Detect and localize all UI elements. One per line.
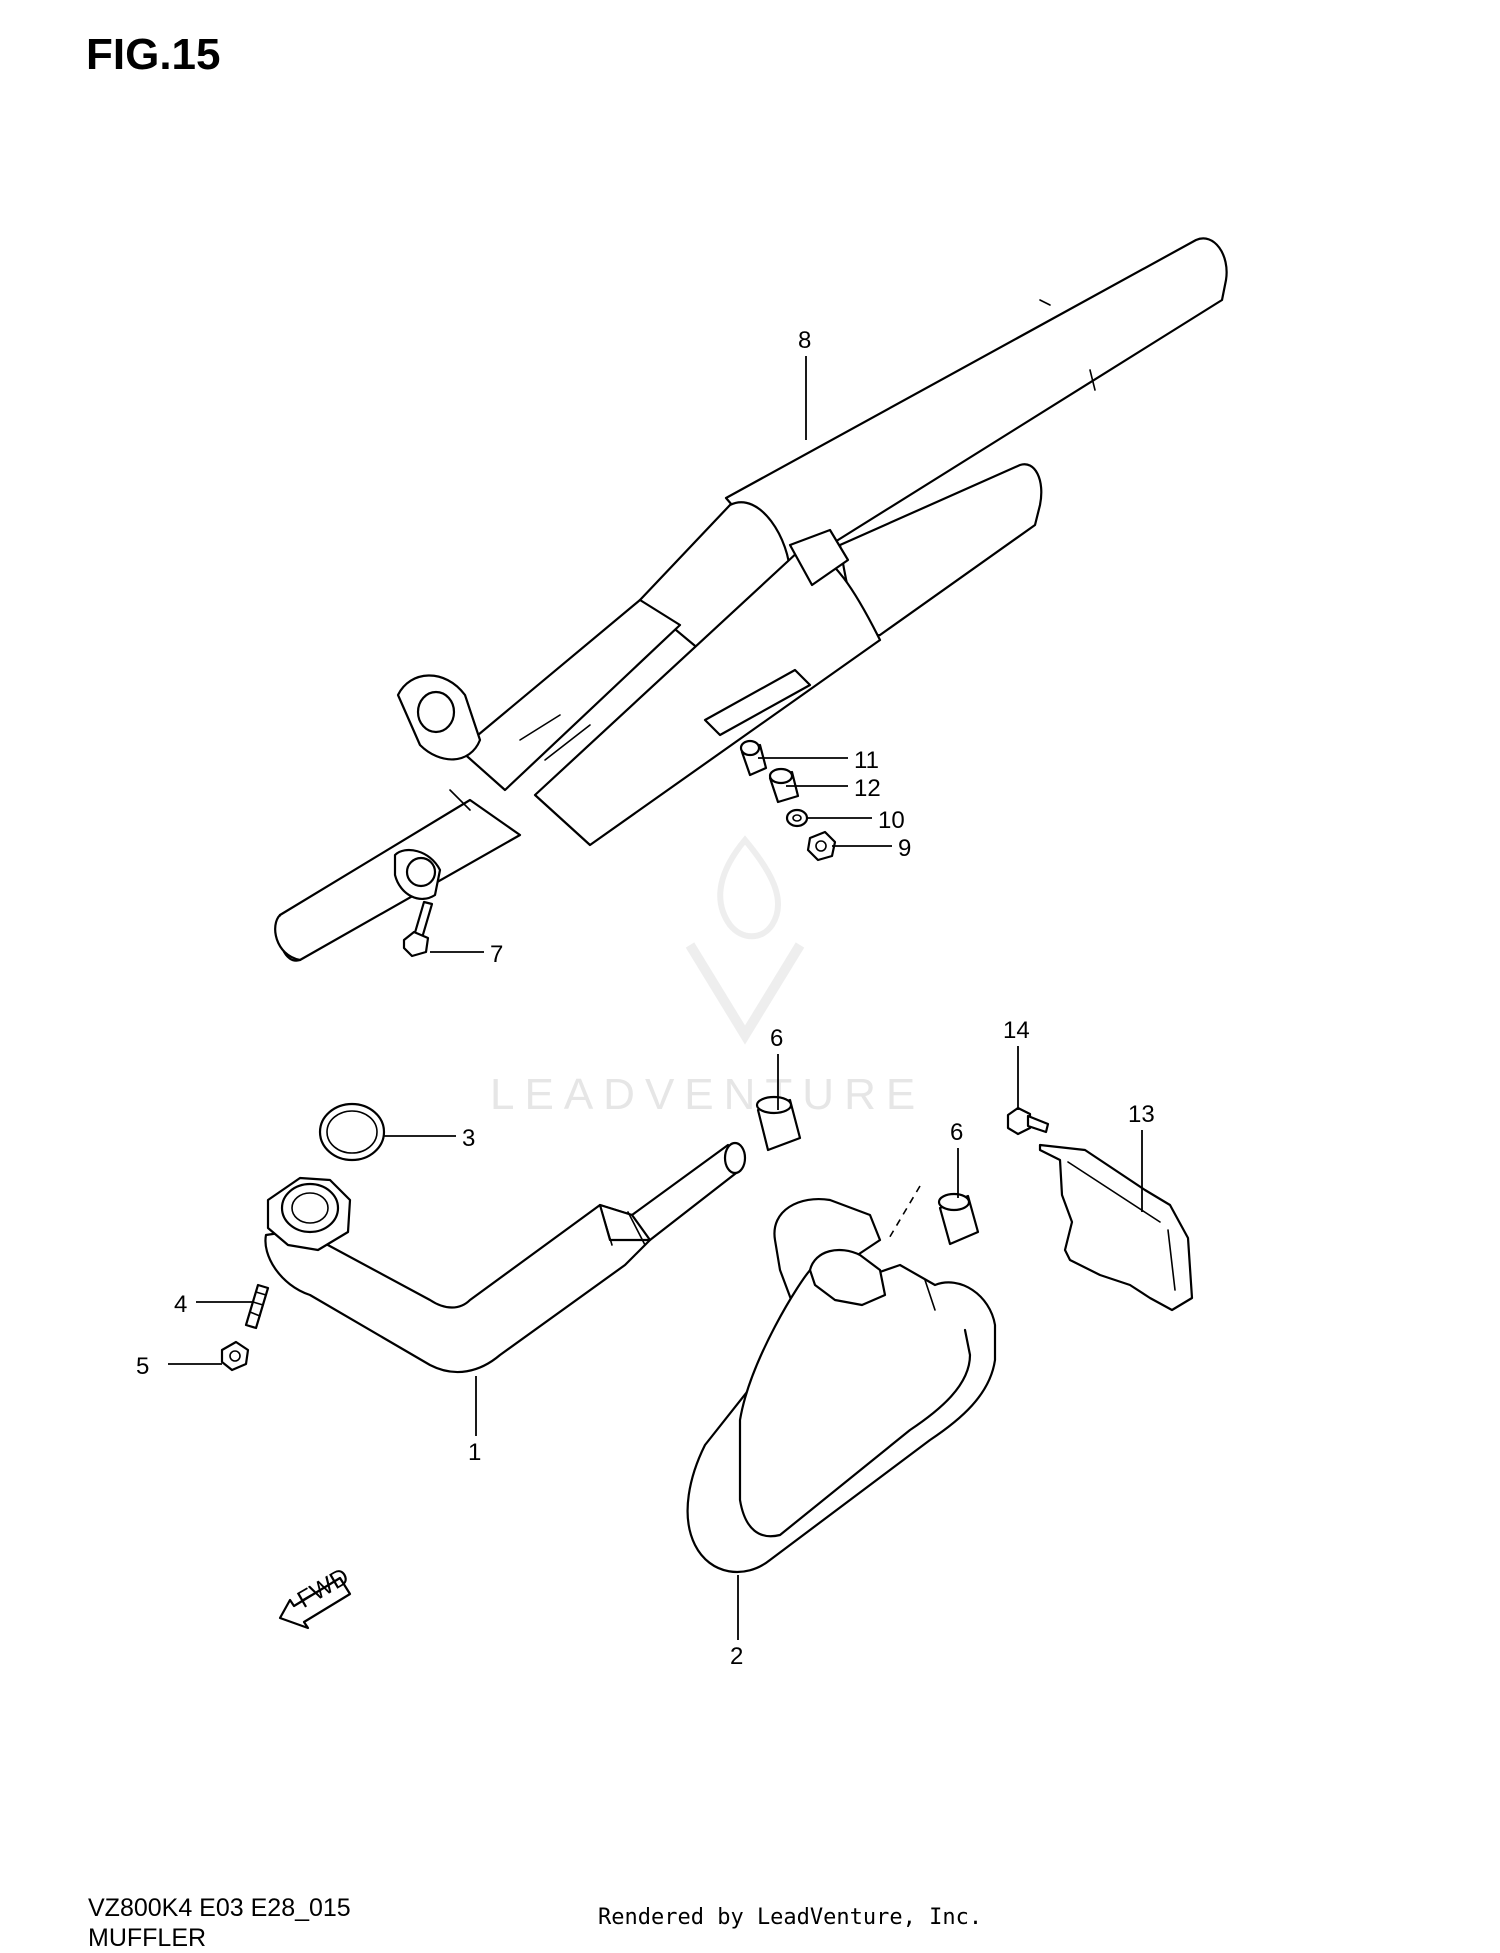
seal-position-dashline xyxy=(887,1185,921,1241)
part-10-washer xyxy=(785,808,809,828)
part-11-bushing xyxy=(739,739,768,777)
callout-labels: 8 11 12 10 9 7 6 14 3 6 13 4 5 1 2 xyxy=(136,327,1155,1670)
part-9-nut xyxy=(806,830,837,862)
part-13-bracket xyxy=(1038,1143,1194,1312)
part-6-seal-lower xyxy=(937,1192,980,1246)
part-1-front-exhaust-pipe xyxy=(264,1141,747,1374)
callout-12: 12 xyxy=(854,775,881,802)
part-3-gasket xyxy=(318,1102,386,1162)
leader-lines xyxy=(168,356,1143,1640)
callout-5: 5 xyxy=(136,1353,149,1380)
part-8-muffler-assembly xyxy=(274,237,1228,962)
part-5-nut xyxy=(220,1340,250,1372)
part-6-seal-upper xyxy=(755,1095,802,1152)
watermark-text: LEADVENTURE xyxy=(490,1070,926,1119)
callout-4: 4 xyxy=(174,1291,187,1318)
part-7-bolt xyxy=(402,900,434,958)
part-12-grommet xyxy=(768,767,800,804)
callout-10: 10 xyxy=(878,807,905,834)
callout-11: 11 xyxy=(854,747,879,774)
callout-14: 14 xyxy=(1003,1017,1030,1044)
part-4-stud xyxy=(244,1283,270,1330)
figure-title: FIG.15 xyxy=(86,30,221,79)
watermark-logo xyxy=(685,835,805,1045)
diagram-caption: MUFFLER xyxy=(88,1924,207,1952)
callout-3: 3 xyxy=(462,1125,475,1152)
callout-8: 8 xyxy=(798,327,811,354)
callout-7: 7 xyxy=(490,941,503,968)
callout-13: 13 xyxy=(1128,1101,1155,1128)
rendered-by-credit: Rendered by LeadVenture, Inc. xyxy=(598,1905,983,1930)
callout-6-lower: 6 xyxy=(950,1119,963,1146)
callout-2: 2 xyxy=(730,1643,743,1670)
callout-1: 1 xyxy=(468,1439,481,1466)
callout-9: 9 xyxy=(898,835,911,862)
callout-6-upper: 6 xyxy=(770,1025,783,1052)
part-14-bolt xyxy=(1006,1106,1050,1136)
fwd-arrow-icon: FWD xyxy=(278,1563,354,1630)
part-2-rear-exhaust-pipe xyxy=(686,1197,997,1574)
model-code: VZ800K4 E03 E28_015 xyxy=(88,1894,351,1922)
